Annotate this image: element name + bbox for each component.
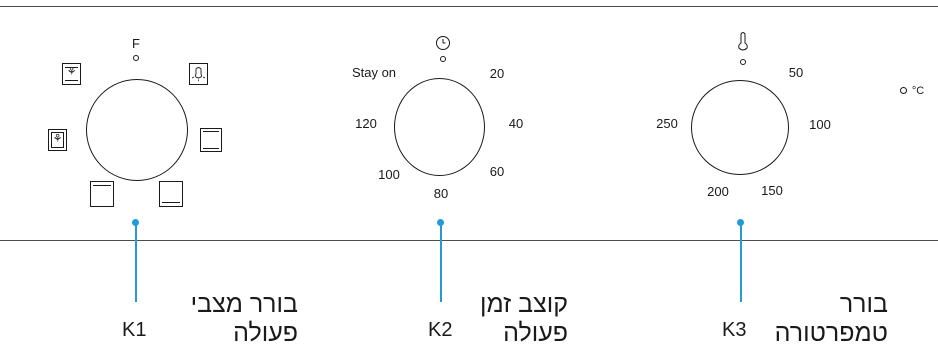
- timer-knob-name-line2: פעולה: [503, 319, 568, 347]
- timer-knob-leader-dot: [437, 219, 444, 226]
- bottom-divider: [0, 240, 938, 241]
- fan-grill-icon: ⚘: [62, 63, 81, 85]
- mode-knob-name-line2: פעולה: [233, 319, 298, 347]
- top-divider: [0, 6, 938, 7]
- timer-label-80: 80: [433, 186, 449, 201]
- timer-knob-name-line1: קוצב זמן: [479, 290, 568, 318]
- timer-knob-id: K2: [428, 319, 453, 341]
- lamp-icon: [189, 63, 208, 85]
- top-heat-icon: [90, 181, 114, 207]
- clock-icon: [436, 36, 450, 50]
- timer-label-100: 100: [378, 167, 400, 182]
- timer-label-60: 60: [489, 164, 505, 179]
- temp-knob-id: K3: [722, 319, 747, 341]
- temp-knob[interactable]: [691, 80, 789, 175]
- temp-label-200: 200: [707, 184, 729, 199]
- temp-knob-name-line2: טמפרטורה: [774, 319, 888, 347]
- thermometer-icon: [738, 32, 748, 51]
- timer-knob[interactable]: [394, 78, 485, 176]
- mode-knob-top-symbol: F: [132, 36, 140, 51]
- indicator-label: °C: [911, 85, 925, 97]
- temp-knob-leader-line: [740, 222, 742, 302]
- fan-heat-icon: ⚘: [48, 129, 67, 151]
- mode-knob-name-line1: בורר מצבי: [190, 290, 298, 318]
- mode-knob[interactable]: [86, 79, 188, 181]
- timer-label-120: 120: [355, 116, 377, 131]
- timer-knob-leader-line: [440, 222, 442, 302]
- bottom-heat-icon: [159, 181, 183, 207]
- temp-knob-name-line1: בורר: [839, 290, 888, 318]
- mode-knob-id: K1: [122, 319, 147, 341]
- timer-label-40: 40: [508, 116, 524, 131]
- temp-label-150: 150: [761, 183, 783, 198]
- mode-knob-leader-line: [135, 222, 137, 302]
- temp-label-100: 100: [809, 117, 831, 132]
- temp-label-50: 50: [788, 65, 804, 80]
- temp-knob-position-marker: [740, 59, 746, 65]
- timer-label-stay-on: Stay on: [351, 65, 397, 80]
- timer-knob-position-marker: [440, 56, 446, 62]
- timer-label-20: 20: [489, 66, 505, 81]
- mode-knob-position-marker: [133, 55, 139, 61]
- temp-knob-leader-dot: [737, 219, 744, 226]
- indicator-light: [900, 87, 907, 94]
- temp-label-250: 250: [656, 116, 678, 131]
- top-bottom-heat-icon: [200, 128, 222, 152]
- mode-knob-leader-dot: [132, 219, 139, 226]
